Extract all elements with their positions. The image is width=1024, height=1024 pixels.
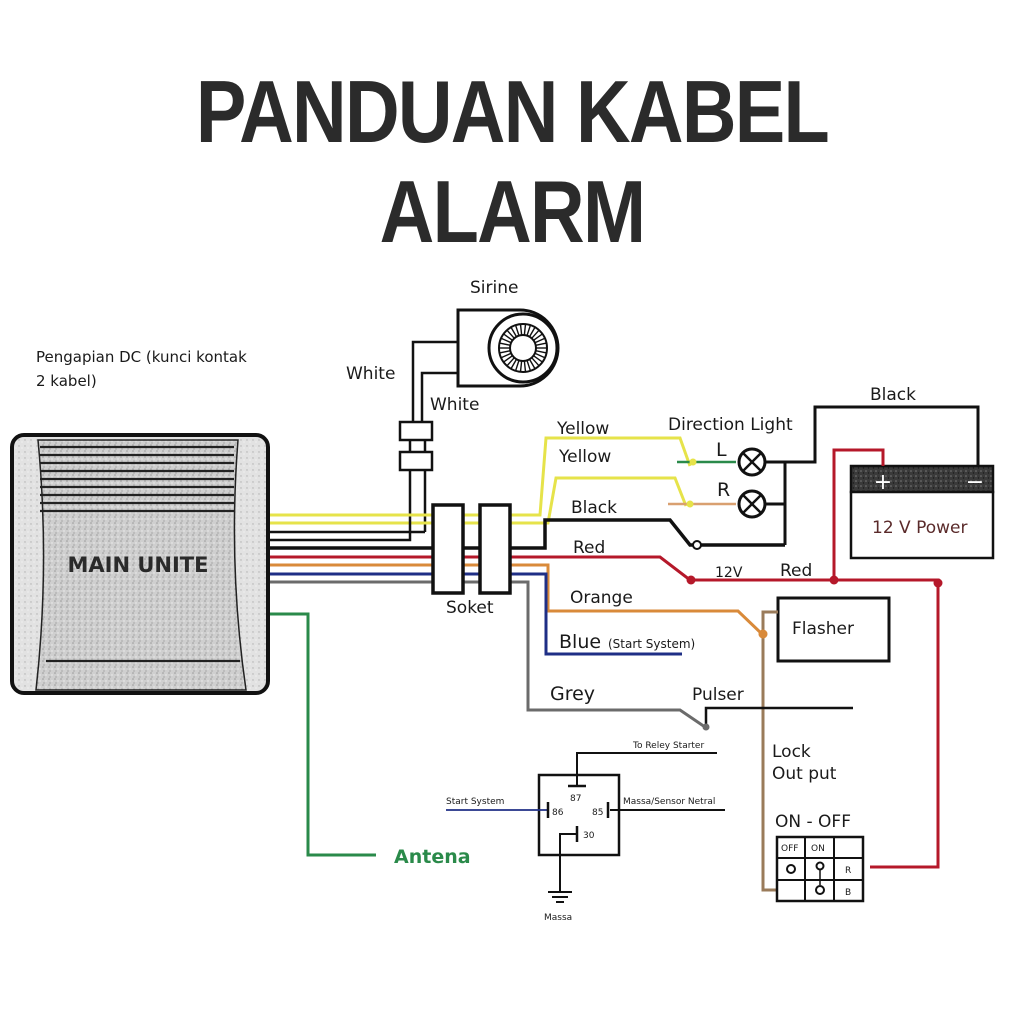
relay-neutral-label: Massa/Sensor Netral [623, 797, 715, 807]
voltage-label: 12V [715, 565, 743, 581]
siren-spoke [510, 358, 518, 370]
siren-spoke [500, 352, 512, 359]
siren-spoke [531, 357, 540, 367]
siren-wire2-label: White [430, 395, 479, 415]
siren-spoke [531, 329, 540, 339]
direction-right-label: R [717, 479, 730, 501]
switch-col-off: OFF [781, 844, 798, 854]
siren-spoke [526, 324, 532, 336]
socket-left [431, 503, 465, 595]
siren-spoke [528, 358, 536, 370]
siren-spoke [523, 324, 527, 336]
switch-title: ON - OFF [775, 812, 851, 832]
siren-spoke [534, 337, 546, 344]
siren-spoke [506, 329, 515, 339]
yellow-wire2-label: Yellow [558, 447, 611, 467]
lamp-left-icon [737, 447, 767, 477]
siren-spoke [514, 324, 520, 336]
main-unit: MAIN UNITE [10, 433, 270, 695]
blue-wire-label: Blue [559, 631, 601, 653]
siren-spoke [499, 342, 511, 346]
direction-light-label: Direction Light [668, 415, 793, 435]
ignition-note-line2: 2 kabel) [36, 372, 97, 390]
blue-wire-note: (Start System) [608, 637, 695, 651]
siren-spoke [533, 333, 543, 341]
battery-icon: + − 12 V Power [849, 464, 995, 560]
siren-connector-top [398, 420, 434, 442]
yellow-wire1-label: Yellow [556, 419, 609, 439]
flasher-box [776, 596, 891, 663]
siren-spoke [526, 360, 532, 372]
siren-icon [456, 308, 560, 388]
orange-wire-label: Orange [570, 588, 633, 608]
relay-start-system-label: Start System [446, 797, 504, 807]
ignition-note-line1: Pengapian DC (kunci kontak [36, 348, 247, 366]
switch-col-on: ON [811, 844, 825, 854]
siren-spoke [523, 360, 527, 372]
lamp-right-icon [737, 489, 767, 519]
lock-output-line1: Lock [772, 742, 811, 762]
switch-row-r: R [845, 866, 851, 876]
relay-to-starter-label: To Reley Starter [632, 741, 704, 751]
siren-spoke [500, 337, 512, 344]
relay-ground-label: Massa [544, 913, 572, 923]
relay: 87 86 85 30 To Reley Starter Start Syste… [446, 741, 725, 923]
siren-spoke [503, 355, 513, 363]
black-wire-label: Black [571, 498, 617, 518]
battery-minus: − [966, 470, 984, 495]
main-unit-label: MAIN UNITE [68, 553, 209, 577]
siren-spoke [533, 355, 543, 363]
battery-plus: + [874, 470, 892, 495]
siren-spoke [519, 324, 523, 336]
siren-spoke [510, 326, 518, 338]
siren-spoke [535, 350, 547, 354]
siren-spoke [499, 350, 511, 354]
siren-wire1-label: White [346, 364, 395, 384]
relay-pin-87: 87 [570, 794, 581, 804]
lock-output-line2: Out put [772, 764, 837, 784]
relay-pin-86: 86 [552, 808, 564, 818]
antenna-label: Antena [394, 846, 471, 868]
on-off-switch[interactable]: OFF ON R B [775, 835, 865, 903]
siren-spoke [503, 333, 513, 341]
battery-red-wire-label: Red [780, 561, 812, 581]
battery-black-wire-label: Black [870, 385, 916, 405]
switch-row-b: B [845, 888, 851, 898]
siren-spoke [519, 360, 523, 372]
siren-spoke [528, 326, 536, 338]
flasher-label: Flasher [792, 619, 854, 639]
siren-spoke [506, 357, 515, 367]
relay-pin-85: 85 [592, 808, 603, 818]
socket-right [478, 503, 512, 595]
siren-spoke [534, 352, 546, 359]
socket-label: Soket [446, 598, 494, 618]
siren-spoke [514, 360, 520, 372]
battery-label: 12 V Power [872, 518, 967, 538]
red-wire-label: Red [573, 538, 605, 558]
pulser-label: Pulser [692, 685, 744, 705]
grey-wire-label: Grey [550, 683, 595, 705]
relay-pin-30: 30 [583, 831, 595, 841]
page-title: PANDUAN KABEL ALARM [195, 62, 830, 261]
siren-connector-bottom [398, 450, 434, 472]
siren-label: Sirine [470, 278, 518, 298]
siren-spoke [535, 342, 547, 346]
direction-left-label: L [716, 439, 727, 461]
